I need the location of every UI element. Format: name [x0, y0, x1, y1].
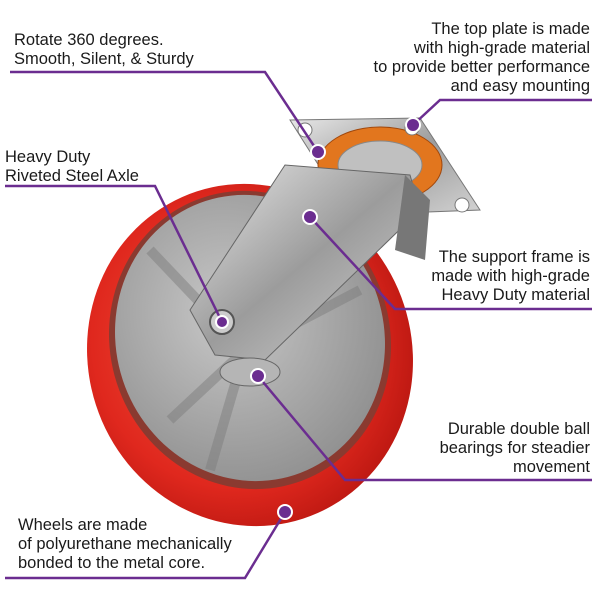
callout-text: The support frame is — [438, 248, 590, 266]
callout-text: Durable double ball — [447, 420, 590, 438]
callout-frame: The support frame is made with high-grad… — [431, 248, 590, 305]
callout-text: movement — [512, 458, 590, 476]
callout-text: Riveted Steel Axle — [5, 167, 139, 185]
callout-text: Heavy Duty material — [441, 286, 590, 304]
callout-dots — [215, 117, 421, 520]
callout-text: made with high-grade — [431, 267, 590, 285]
callout-text: Heavy Duty — [5, 148, 91, 166]
callout-text: of polyurethane mechanically — [18, 535, 232, 553]
callout-axle: Heavy Duty Riveted Steel Axle — [5, 148, 139, 186]
callout-text: and easy mounting — [450, 77, 590, 95]
callout-text: Rotate 360 degrees. — [14, 31, 164, 49]
support-frame — [189, 164, 430, 387]
callout-text: The top plate is made — [431, 20, 590, 38]
callout-text: Smooth, Silent, & Sturdy — [14, 50, 194, 68]
callout-text: bonded to the metal core. — [18, 554, 206, 572]
callout-rotate: Rotate 360 degrees. Smooth, Silent, & St… — [14, 31, 194, 69]
callout-text: bearings for steadier — [439, 439, 590, 457]
callout-text: Wheels are made — [18, 516, 148, 534]
leader-lines — [5, 70, 592, 580]
callout-text: with high-grade material — [413, 39, 590, 57]
callout-text: to provide better performance — [373, 58, 590, 76]
callout-top-plate: The top plate is made with high-grade ma… — [374, 20, 590, 96]
callout-bearings: Durable double ball bearings for steadie… — [440, 420, 590, 477]
callout-wheel: Wheels are made of polyurethane mechanic… — [18, 516, 232, 573]
